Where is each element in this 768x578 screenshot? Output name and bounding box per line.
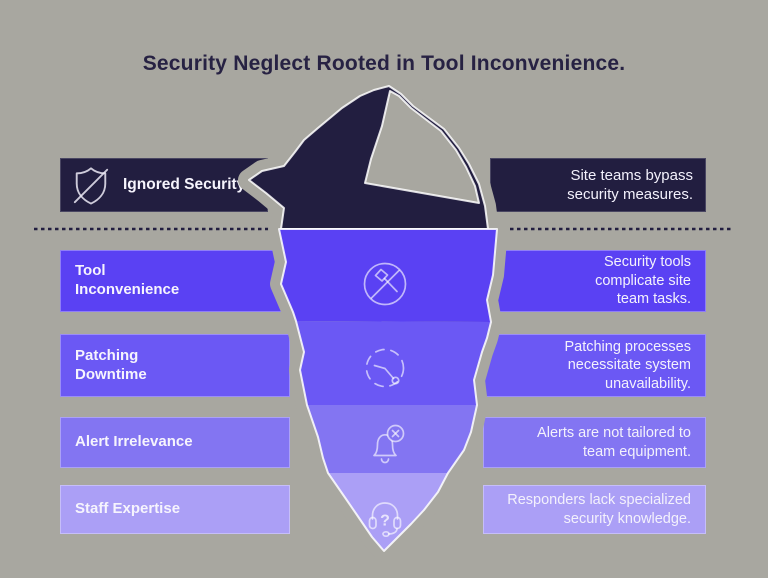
row-label-4: Staff Expertise	[75, 500, 181, 518]
row-description-4: Responders lack specialized security kno…	[507, 491, 691, 527]
headset-question-icon: ?	[357, 488, 413, 544]
row-label-2: Patching Downtime	[75, 346, 147, 383]
row-label-3: Alert Irrelevance	[75, 433, 193, 451]
row-description-box-3: Alerts are not tailored to team equipmen…	[483, 417, 706, 468]
row-description-2: Patching processes necessitate system un…	[564, 338, 691, 392]
row-label-box-2: Patching Downtime	[60, 334, 290, 397]
iceberg-above-water	[249, 86, 488, 229]
surface-description: Site teams bypass security measures.	[567, 166, 693, 203]
row-description-box-2: Patching processes necessitate system un…	[483, 334, 706, 397]
iceberg-underwater-band-4	[328, 473, 448, 551]
row-label-box-3: Alert Irrelevance	[60, 417, 290, 468]
downtime-clock-icon	[357, 340, 413, 396]
surface-label-box: Ignored Security	[60, 158, 268, 212]
surface-label: Ignored Security	[123, 176, 246, 194]
page-title: Security Neglect Rooted in Tool Inconven…	[142, 52, 626, 75]
row-label-box-4: Staff Expertise	[60, 485, 290, 534]
shield-off-icon	[71, 163, 111, 207]
iceberg-facet	[364, 90, 480, 204]
iceberg-underwater-band-2	[296, 321, 491, 405]
row-description-3: Alerts are not tailored to team equipmen…	[537, 424, 691, 460]
row-description-box-1: Security tools complicate site team task…	[483, 250, 706, 312]
row-description-1: Security tools complicate site team task…	[595, 254, 691, 308]
row-label-1: Tool Inconvenience	[75, 262, 180, 298]
svg-text:?: ?	[380, 513, 390, 530]
row-description-box-4: Responders lack specialized security kno…	[483, 485, 706, 534]
surface-description-box: Site teams bypass security measures.	[490, 158, 706, 212]
bell-off-icon	[357, 416, 413, 472]
iceberg-underwater-band-3	[307, 405, 477, 473]
row-label-box-1: Tool Inconvenience	[60, 250, 290, 312]
banned-tool-icon	[355, 254, 415, 314]
iceberg-underwater-band-1	[279, 229, 497, 322]
